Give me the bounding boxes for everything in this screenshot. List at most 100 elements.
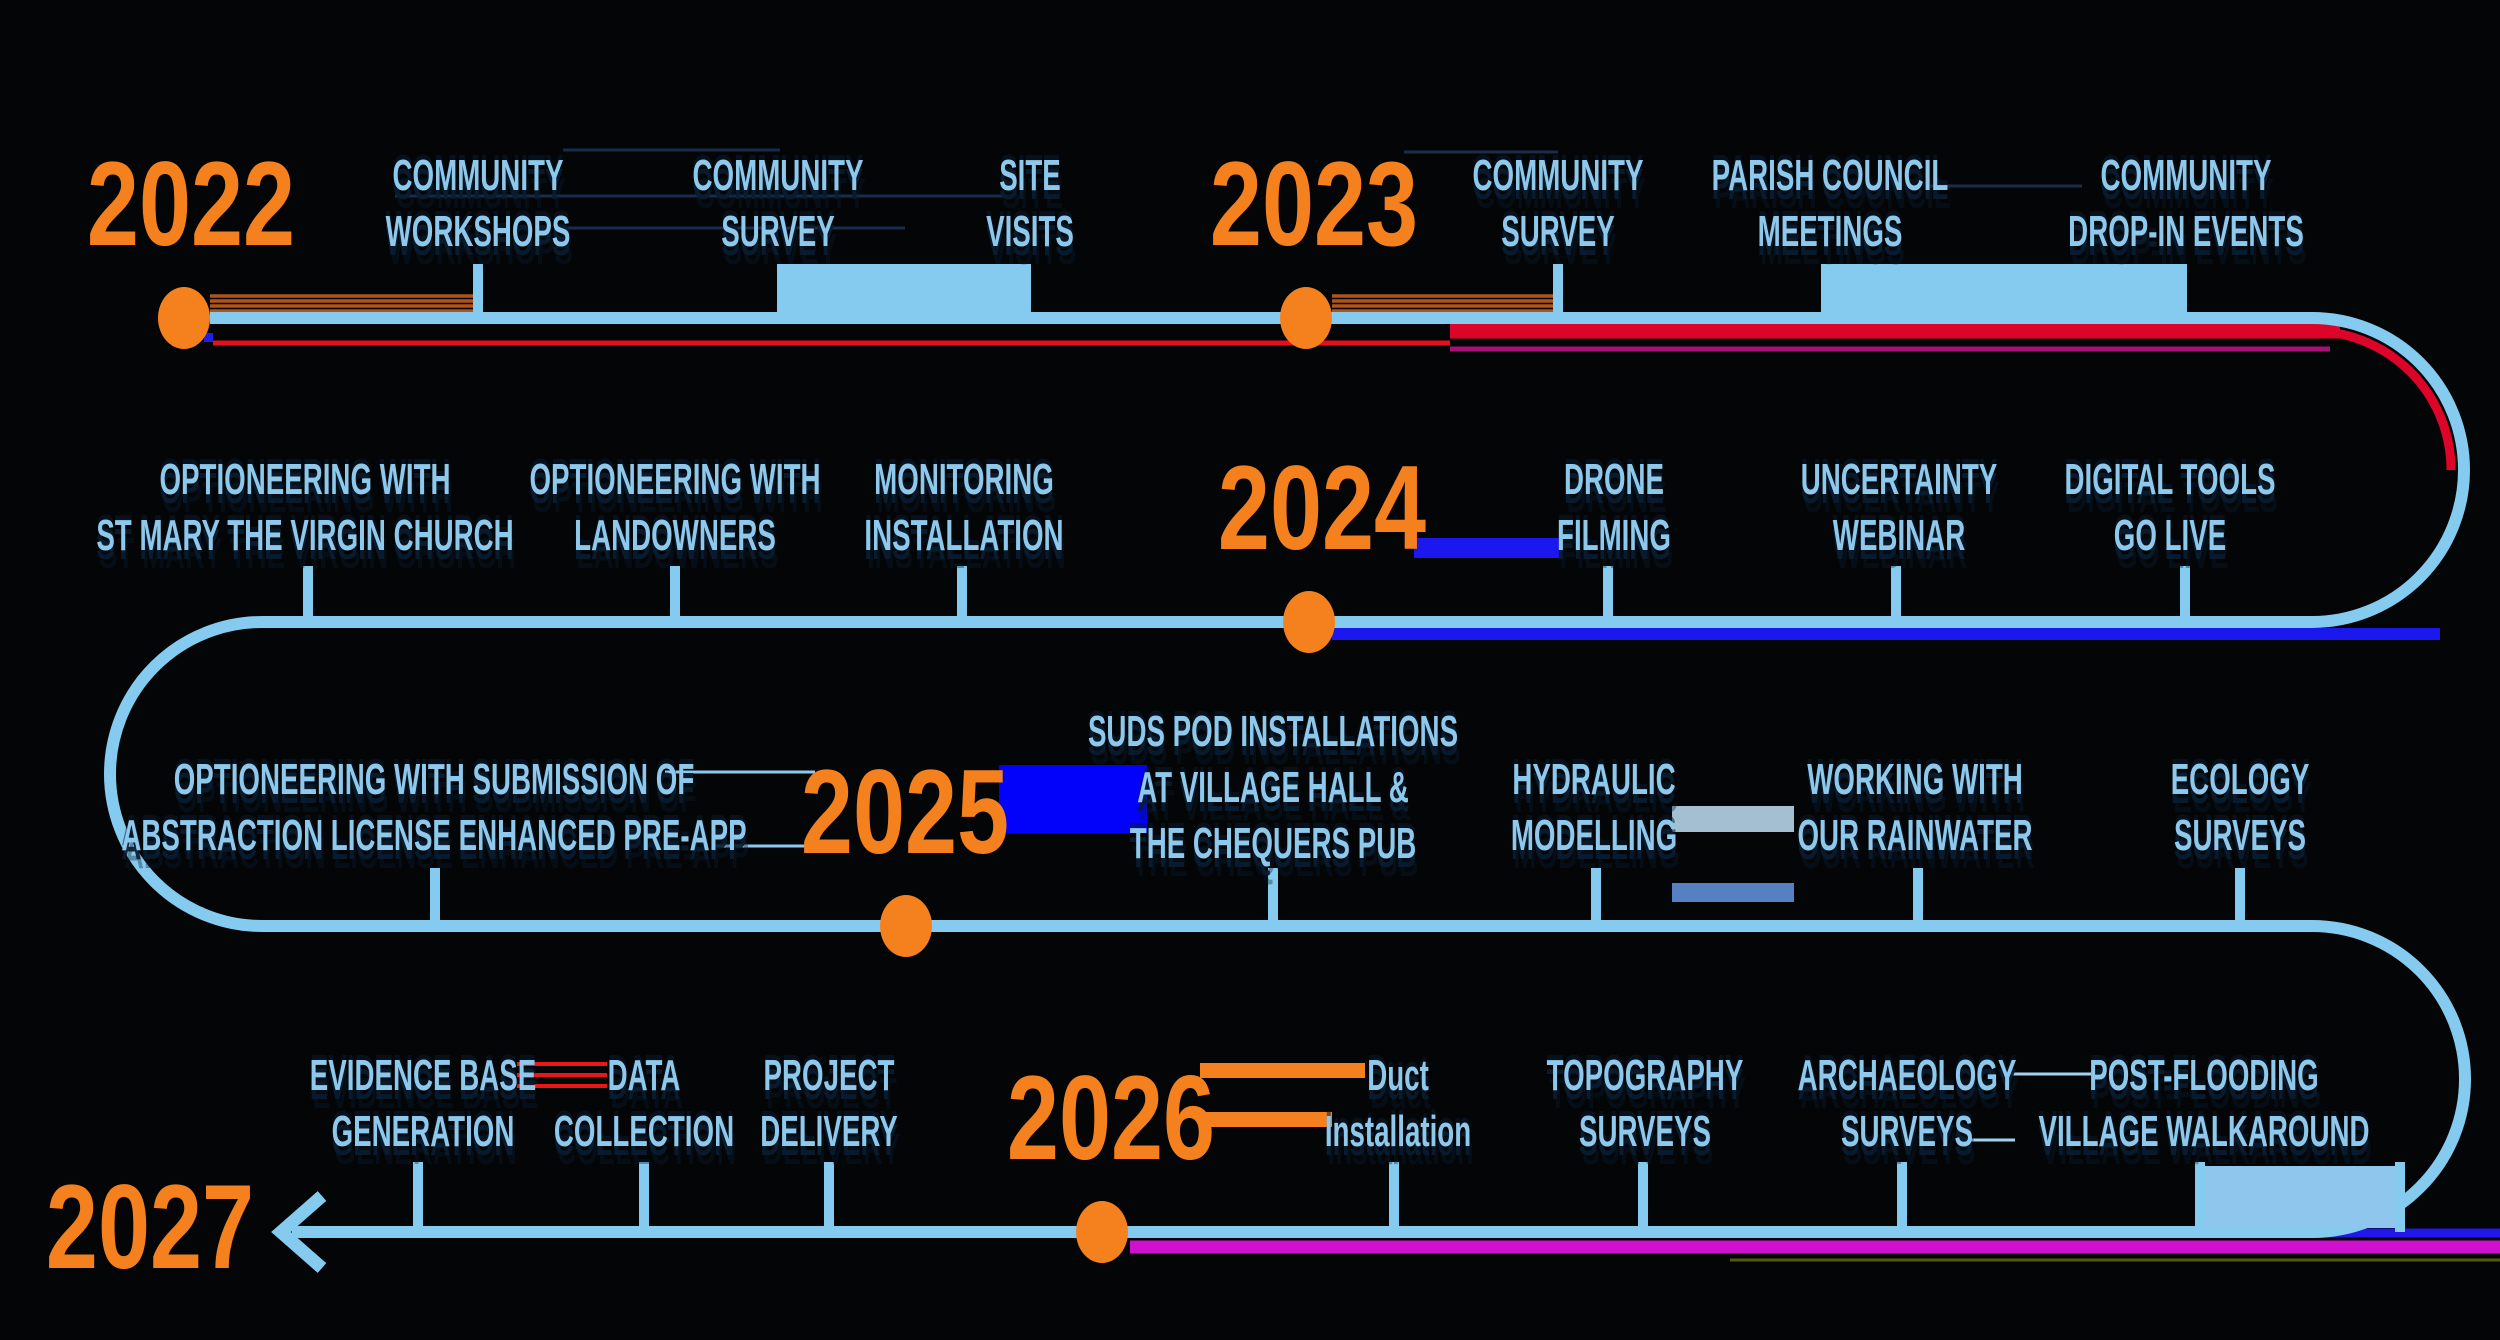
glitch-blue-underline-2024 — [1414, 538, 1562, 558]
event-label-line: WEBINAR — [1832, 511, 1966, 560]
event-label-line: LANDOWNERS — [574, 511, 776, 560]
event-label-line: PROJECT — [763, 1051, 895, 1100]
event-label-line: SURVEYS — [2174, 811, 2306, 860]
event-label-line: COMMUNITY — [692, 151, 864, 200]
arrow-head — [271, 1191, 327, 1273]
event-label-line: OUR RAINWATER — [1797, 811, 2033, 860]
event-label: OPTIONEERING WITH ST MARY THE VIRGIN CHUR… — [96, 452, 513, 564]
event-label-line: COLLECTION — [553, 1107, 735, 1156]
event-label-line: AT VILLAGE HALL & — [1137, 763, 1409, 812]
highlight-bar — [782, 264, 1026, 314]
event-label: DRONE FILMING — [1557, 452, 1671, 564]
event-label: OPTIONEERING WITH SUBMISSION OF ABSTRACTI… — [121, 752, 746, 864]
glitch-navy-streaks — [395, 148, 2082, 230]
glitch-decorations — [204, 148, 2500, 1262]
year-dot-2025 — [880, 895, 932, 957]
event-label-line: ECOLOGY — [2170, 755, 2310, 804]
event-label: MONITORING INSTALLATION — [864, 452, 1063, 564]
event-label: DIGITAL TOOLS GO LIVE — [2065, 452, 2276, 564]
event-label-line: COMMUNITY — [392, 151, 564, 200]
glitch-blue-square — [204, 333, 213, 342]
event-label: EVIDENCE BASE GENERATION — [310, 1048, 536, 1160]
event-label-line: SURVEY — [1501, 207, 1615, 256]
event-label-line: MONITORING — [874, 455, 1054, 504]
event-label-line: Installation — [1324, 1107, 1472, 1156]
highlight-bar — [1826, 264, 2182, 314]
event-label: PROJECT DELIVERY — [760, 1048, 898, 1160]
glitch-orange-stripes — [210, 294, 1556, 313]
event-label-line: SITE — [999, 151, 1061, 200]
event-label: SITE VISITS — [986, 148, 1074, 260]
event-label-line: POST-FLOODING — [2089, 1051, 2319, 1100]
event-label-line: DELIVERY — [760, 1107, 898, 1156]
event-label-line: COMMUNITY — [2100, 151, 2272, 200]
event-label: PARISH COUNCIL MEETINGS — [1712, 148, 1949, 260]
highlight-bar — [2200, 1166, 2400, 1228]
event-label-line: COMMUNITY — [1472, 151, 1644, 200]
event-label-line: GENERATION — [331, 1107, 515, 1156]
event-label-line: SURVEY — [721, 207, 835, 256]
year-label-2024: 2024 — [1217, 441, 1427, 575]
year-dot-2024 — [1283, 591, 1335, 653]
glitch-skyblue-bar — [1672, 806, 1794, 832]
event-ticks — [303, 264, 2405, 1232]
year-label-2023: 2023 — [1209, 137, 1419, 271]
event-label-line: SUDS POD INSTALLATIONS — [1087, 707, 1459, 756]
event-label-line: OPTIONEERING WITH — [529, 455, 821, 504]
glitch-orange-bar — [1200, 1063, 1365, 1078]
event-label: ARCHAEOLOGY SURVEYS — [1798, 1048, 2017, 1160]
event-label: WORKING WITH OUR RAINWATER — [1797, 752, 2032, 864]
glitch-mediumblue-bar — [1672, 883, 1794, 902]
event-label: HYDRAULIC MODELLING — [1511, 752, 1677, 864]
event-label-line: DRONE — [1563, 455, 1665, 504]
event-label-line: FILMING — [1557, 511, 1671, 560]
glitch-orange-bar — [1200, 1112, 1332, 1127]
event-label-line: DROP-IN EVENTS — [2068, 207, 2304, 256]
event-label-line: ABSTRACTION LICENSE ENHANCED PRE-APP — [121, 811, 747, 860]
event-label-line: MEETINGS — [1757, 207, 1903, 256]
event-label: ECOLOGY SURVEYS — [2171, 752, 2310, 864]
event-label-line: MODELLING — [1510, 811, 1678, 860]
event-label-line: OPTIONEERING WITH SUBMISSION OF — [173, 755, 695, 804]
year-dot-2023 — [1280, 287, 1332, 349]
glitch-red-arc — [2311, 326, 2456, 471]
event-label-line: VISITS — [986, 207, 1074, 256]
event-label-line: PARISH COUNCIL — [1711, 151, 1949, 200]
event-label-line: DIGITAL TOOLS — [2064, 455, 2276, 504]
highlight-bars — [782, 264, 2400, 1228]
event-label: COMMUNITY SURVEY — [1473, 148, 1644, 260]
event-label-line: GO LIVE — [2113, 511, 2227, 560]
event-label-line: EVIDENCE BASE — [309, 1051, 537, 1100]
glitch-red-dashes — [517, 1062, 607, 1088]
event-label-line: DATA — [607, 1051, 681, 1100]
year-label-2025: 2025 — [800, 745, 1010, 879]
event-label: OPTIONEERING WITH LANDOWNERS — [529, 452, 820, 564]
year-label-2027: 2027 — [45, 1160, 255, 1294]
event-label-line: ARCHAEOLOGY — [1797, 1051, 2017, 1100]
event-label: UNCERTAINTY WEBINAR — [1801, 452, 1998, 564]
event-label: COMMUNITY SURVEY — [693, 148, 864, 260]
event-label-line: SURVEYS — [1841, 1107, 1973, 1156]
event-label-line: TOPOGRAPHY — [1546, 1051, 1744, 1100]
event-label: COMMUNITY DROP-IN EVENTS — [2068, 148, 2304, 260]
event-label-line: WORKSHOPS — [385, 207, 571, 256]
event-label-line: WORKING WITH — [1807, 755, 2023, 804]
event-label-line: UNCERTAINTY — [1800, 455, 1998, 504]
event-label: DATA COLLECTION — [554, 1048, 734, 1160]
year-dot-2026 — [1076, 1201, 1128, 1263]
glitch-blue-block-2025 — [999, 765, 1147, 833]
year-dot-2022 — [158, 287, 210, 349]
event-label-line: INSTALLATION — [864, 511, 1064, 560]
event-label-line: VILLAGE WALKAROUND — [2038, 1107, 2370, 1156]
event-label-line: Duct — [1367, 1051, 1429, 1100]
timeline-path — [104, 312, 2471, 1238]
event-label-line: ST MARY THE VIRGIN CHURCH — [96, 511, 514, 560]
event-label-line: OPTIONEERING WITH — [159, 455, 451, 504]
event-label: POST-FLOODING VILLAGE WALKAROUND — [2038, 1048, 2369, 1160]
event-label-line: HYDRAULIC — [1512, 755, 1676, 804]
